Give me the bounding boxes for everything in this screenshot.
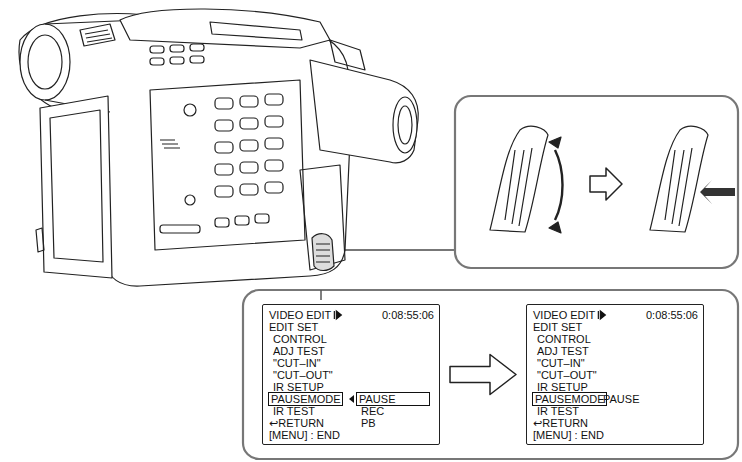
menu-item: VIDEO EDIT — [533, 309, 595, 321]
menu-item: PB — [361, 417, 376, 429]
menu-item: 0:08:55:06 — [382, 309, 434, 321]
menu-item: ADJ TEST — [273, 345, 325, 357]
menu-item: [MENU] : END — [533, 429, 604, 441]
menu-item: IR TEST — [537, 405, 579, 417]
menu-item: REC — [361, 405, 384, 417]
menu-item: "CUT–IN" — [273, 357, 321, 369]
menu-item: VIDEO EDIT — [269, 309, 331, 321]
menu-item: PAUSEMODE — [532, 392, 607, 406]
menu-item: IR TEST — [273, 405, 315, 417]
menu-screen: VIDEO EDIT 0:08:55:06EDIT SETCONTROLADJ T… — [262, 304, 440, 445]
menu-item: ADJ TEST — [537, 345, 589, 357]
menu-screen: VIDEO EDIT 0:08:55:06EDIT SETCONTROLADJ T… — [526, 304, 704, 445]
menu-item: ↩RETURN — [533, 417, 588, 429]
menu-item: [MENU] : END — [269, 429, 340, 441]
menu-item: PAUSE — [356, 392, 430, 406]
menu-item: "CUT–IN" — [537, 357, 585, 369]
menu-item: "CUT–OUT" — [273, 369, 333, 381]
hollow-arrow — [450, 355, 516, 395]
menu-panel — [243, 290, 738, 459]
menu-item: EDIT SET — [269, 321, 318, 333]
menu-item: CONTROL — [273, 333, 327, 345]
menu-item: EDIT SET — [533, 321, 582, 333]
callout-panel — [455, 96, 738, 268]
menu-item: CONTROL — [537, 333, 591, 345]
menu-item: ↩RETURN — [269, 417, 324, 429]
menu-item: PAUSEMODE — [268, 392, 343, 406]
menu-item: "CUT–OUT" — [537, 369, 597, 381]
menu-item: PAUSE — [603, 393, 639, 405]
menu-item: 0:08:55:06 — [646, 309, 698, 321]
